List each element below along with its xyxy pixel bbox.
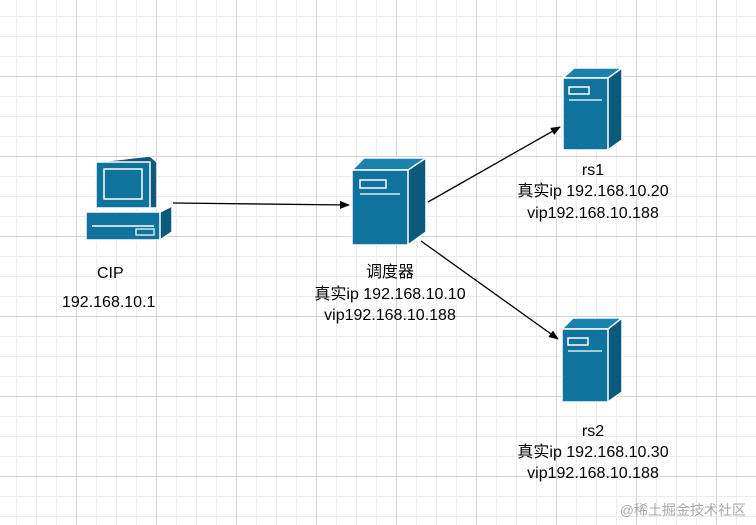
- client-to-scheduler-arrow: [172, 200, 350, 209]
- rs2-vip-label: vip192.168.10.188: [527, 465, 659, 482]
- scheduler-name-label: 调度器: [365, 264, 415, 281]
- client-ip-label: 192.168.10.1: [62, 294, 156, 311]
- watermark-text: @稀土掘金技术社区: [619, 502, 746, 518]
- server-icon: [350, 157, 429, 246]
- scheduler-to-rs1-arrow: [427, 126, 561, 203]
- scheduler-to-rs2-arrow: [420, 240, 559, 340]
- server-icon: [561, 67, 625, 151]
- rs1-name-label: rs1: [581, 162, 605, 179]
- scheduler-vip-label: vip192.168.10.188: [324, 307, 456, 324]
- client-name-label: CIP: [97, 265, 124, 282]
- rs2-real-ip-label: 真实ip 192.168.10.30: [517, 444, 669, 461]
- rs1-real-ip-label: 真实ip 192.168.10.20: [517, 183, 669, 200]
- scheduler-real-ip-label: 真实ip 192.168.10.10: [314, 286, 466, 303]
- rs2-name-label: rs2: [581, 423, 605, 440]
- desktop-computer-icon: [85, 155, 173, 241]
- server-icon: [560, 317, 625, 403]
- rs1-vip-label: vip192.168.10.188: [527, 205, 659, 222]
